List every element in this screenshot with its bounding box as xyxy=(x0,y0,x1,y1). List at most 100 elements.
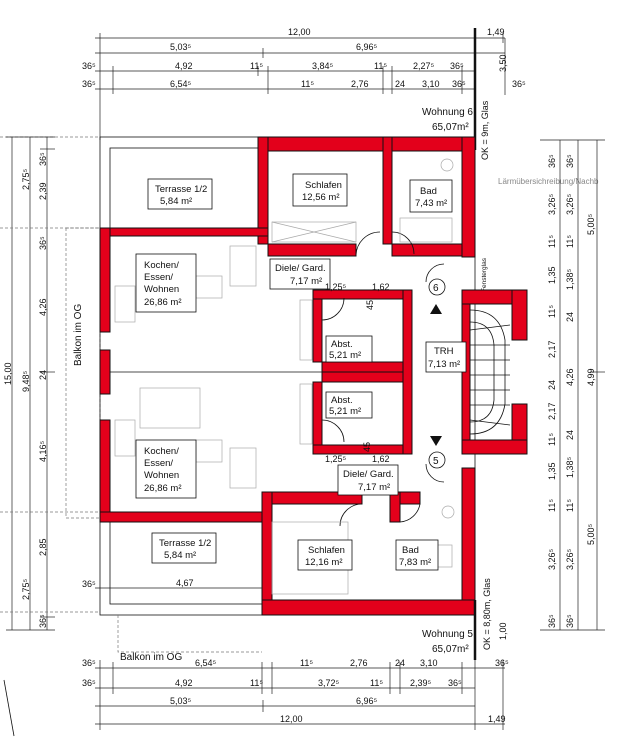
dim-bot-r2-5: 2,39⁵ xyxy=(410,678,432,688)
ok-label-bottom: OK = 8,80m, Glas xyxy=(482,578,492,650)
kochen-top-line1: Kochen/ xyxy=(144,260,179,271)
dim-right-b4: 24 xyxy=(565,312,575,322)
dim-left-a1: 2,75⁵ xyxy=(21,578,31,600)
dim-top-r3-2: 11⁵ xyxy=(250,61,263,71)
bad-top-name: Bad xyxy=(420,186,437,197)
diele-top-name: Diele/ Gard. xyxy=(275,263,326,274)
bad-top-area: 7,43 m² xyxy=(415,198,447,209)
dim-bot-r3-1: 6,96⁵ xyxy=(356,696,378,706)
dim-right-a11: 3,26⁵ xyxy=(547,548,557,570)
terrace-top-area: 5,84 m² xyxy=(160,196,192,207)
dim-bot-r3-0: 5,03⁵ xyxy=(170,696,192,706)
dim-top-total: 12,00 xyxy=(288,27,311,37)
dim-right-a8: 11⁵ xyxy=(547,433,557,446)
dim-left-mid: 9,48⁵ xyxy=(21,370,31,392)
dim-left-outer: 15,00 xyxy=(3,362,13,385)
dim-top-r4-6: 36⁵ xyxy=(452,79,466,89)
stair-number-top: 6 xyxy=(433,283,439,294)
dim-bot-r4-0: 12,00 xyxy=(280,714,303,724)
room-labels: Terrasse 1/2 5,84 m² Schlafen 12,56 m² B… xyxy=(135,173,467,571)
dim-top-r2-a: 5,03⁵ xyxy=(170,42,192,52)
dim-right-b5: 4,26 xyxy=(565,368,575,386)
left-dimension-chains xyxy=(0,136,100,631)
dim-right-a0: 36⁵ xyxy=(547,154,557,168)
dim-top-r4-3: 2,76 xyxy=(351,79,369,89)
dim-top-r3-6: 36⁵ xyxy=(450,61,464,71)
dim-top-r3-0: 36⁵ xyxy=(82,61,96,71)
dim-right-b6: 24 xyxy=(565,430,575,440)
laermschutz-label: Lärmübersichreibung/Nachb xyxy=(498,177,599,186)
dim-left-a0: 2,75⁵ xyxy=(21,168,31,190)
dim-left-b6: 2,85 xyxy=(38,538,48,556)
terrace-bottom-area: 5,84 m² xyxy=(164,550,196,561)
abst-top-name: Abst. xyxy=(331,339,353,350)
dim-right-b0: 36⁵ xyxy=(565,154,575,168)
kochen-bottom-line3: Wohnen xyxy=(144,470,179,481)
unit-top-name: Wohnung 6 xyxy=(422,107,473,118)
kochen-top-area: 26,86 m² xyxy=(144,297,182,308)
terrace-bottom-name: Terrasse 1/2 xyxy=(159,538,211,549)
dim-bot-r1-2: 11⁵ xyxy=(300,658,313,668)
dim-bot-r1-5: 3,10 xyxy=(420,658,438,668)
dim-right-a6: 24 xyxy=(547,380,557,390)
dim-top-r3-1: 4,92 xyxy=(175,61,193,71)
dim-top-r2-b: 6,96⁵ xyxy=(356,42,378,52)
dim-bot-r2-2: 11⁵ xyxy=(250,678,263,688)
dim-right-b3: 1,38⁵ xyxy=(565,268,575,290)
terrace-width-label: 36⁵ xyxy=(82,579,96,589)
dim-left-b7: 36⁵ xyxy=(38,614,48,628)
dim-top-r3-4: 11⁵ xyxy=(374,61,387,71)
dim-right-c0: 5,00⁵ xyxy=(586,213,596,235)
small-dim-2: 1,62 xyxy=(372,282,390,292)
schlafen-top-area: 12,56 m² xyxy=(302,192,340,203)
ok-label-top: OK = 9m, Glas xyxy=(480,100,490,160)
dim-right-c1: 4,99 xyxy=(586,368,596,386)
dim-left-b2: 36⁵ xyxy=(38,236,48,250)
schlafen-top-name: Schlafen xyxy=(305,180,342,191)
dim-bot-r2-3: 3,72⁵ xyxy=(318,678,340,688)
kochen-top-line3: Wohnen xyxy=(144,284,179,295)
kochen-top-line2: Essen/ xyxy=(144,272,173,283)
dim-right-b7: 1,38⁵ xyxy=(565,456,575,478)
dim-right-c2: 5,00⁵ xyxy=(586,523,596,545)
unit-bottom-name: Wohnung 5 xyxy=(422,629,473,640)
dim-top-right-small: 36⁵ xyxy=(512,79,526,89)
dim-right-a10: 11⁵ xyxy=(547,499,557,512)
abst-bottom-name: Abst. xyxy=(331,395,353,406)
dim-top-r3-5: 2,27⁵ xyxy=(413,61,435,71)
dim-right-a9: 1,35 xyxy=(547,462,557,480)
dim-bot-r1-1: 6,54⁵ xyxy=(195,658,217,668)
dim-top-right: 3,50 xyxy=(498,54,508,72)
balkon-og-left-label: Balkon im OG xyxy=(73,304,84,366)
balkon-og-bottom-label: Balkon im OG xyxy=(120,652,182,663)
unit-top-area: 65,07m² xyxy=(432,122,469,133)
dim-left-b5: 4,16⁵ xyxy=(38,440,48,462)
dim-bot-r2-0: 36⁵ xyxy=(82,678,96,688)
stair xyxy=(428,278,511,469)
dim-bot-r1-4: 24 xyxy=(395,658,405,668)
dim-bot-r2-1: 4,92 xyxy=(175,678,193,688)
dim-right-b2: 11⁵ xyxy=(565,235,575,248)
small-dim-4: 1,25⁵ xyxy=(325,454,347,464)
dim-bot-r1-0: 36⁵ xyxy=(82,658,96,668)
bottom-dimension-chains xyxy=(95,660,505,730)
abst-bottom-area: 5,21 m² xyxy=(329,406,361,417)
small-dim-1: 1,25⁵ xyxy=(325,282,347,292)
schlafen-bottom-name: Schlafen xyxy=(308,545,345,556)
right-dimension-chains xyxy=(540,139,605,631)
dim-left-b4: 24 xyxy=(38,370,48,380)
kochen-bottom-line2: Essen/ xyxy=(144,458,173,469)
small-dim-5: 1,62 xyxy=(372,454,390,464)
diele-top-area: 7,17 m² xyxy=(290,276,322,287)
unit-bottom-area: 65,07m² xyxy=(432,644,469,655)
terrace-top-name: Terrasse 1/2 xyxy=(155,184,207,195)
trh-area: 7,13 m² xyxy=(428,359,460,370)
dim-right-b9: 3,26⁵ xyxy=(565,548,575,570)
dim-top-total-right: 1,49 xyxy=(487,27,505,37)
dim-bot-r2-4: 11⁵ xyxy=(370,678,383,688)
corner-line xyxy=(3,679,15,737)
dim-top-r4-0: 36⁵ xyxy=(82,79,96,89)
abst-top-area: 5,21 m² xyxy=(329,350,361,361)
dim-left-b3: 4,26 xyxy=(38,298,48,316)
